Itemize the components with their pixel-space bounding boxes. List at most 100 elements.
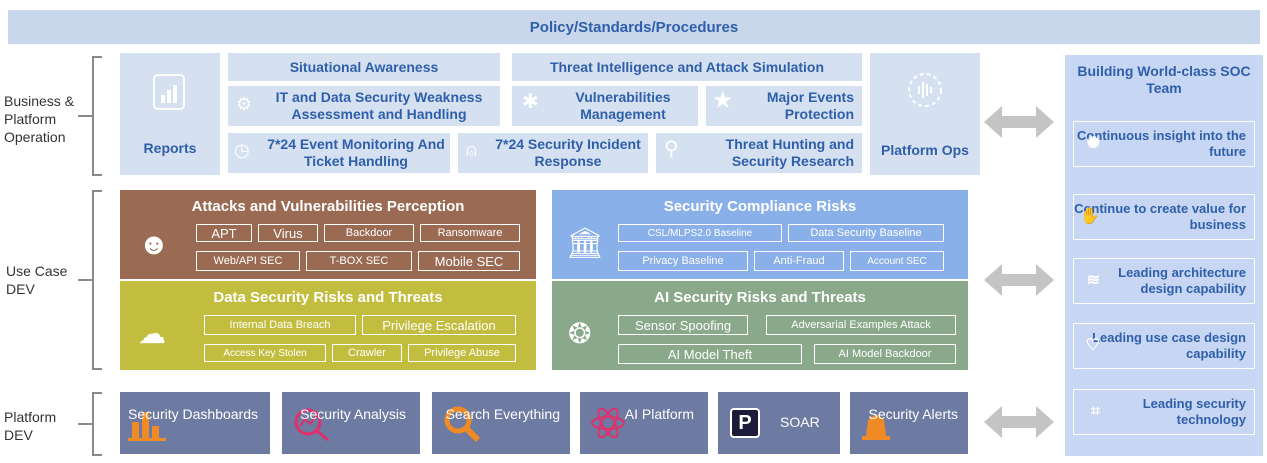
soc-item-label: Leading architecture design capability	[1118, 265, 1246, 296]
bracket-tick	[78, 279, 92, 281]
platform-security-alerts: Security Alerts	[850, 392, 968, 454]
incident-response: ⍝ 7*24 Security Incident Response	[458, 133, 648, 173]
threat-hunting: ⚲ Threat Hunting and Security Research	[656, 133, 862, 173]
analysis-icon	[294, 408, 329, 442]
report-icon	[153, 74, 185, 110]
threat-intelligence: Threat Intelligence and Attack Simulatio…	[512, 53, 862, 81]
search-label: Search Everything	[445, 406, 560, 422]
vulnerabilities-management: ✱ Vulnerabilities Management	[512, 86, 698, 126]
soc-team-panel: Building World-class SOC Team ✺ Continuo…	[1065, 55, 1263, 456]
situational-awareness: Situational Awareness	[228, 53, 500, 81]
tag-access-key-stolen: Access Key Stolen	[204, 344, 326, 362]
platform-security-dashboards: Security Dashboards	[120, 392, 270, 454]
soar-logo-icon: P	[730, 408, 760, 438]
platform-security-analysis: Security Analysis	[282, 392, 420, 454]
soc-title: Building World-class SOC Team	[1077, 63, 1251, 96]
dashboards-label: Security Dashboards	[128, 406, 258, 422]
label-business-operation: Business & Platform Operation	[4, 93, 75, 145]
bracket-business	[92, 56, 102, 176]
incident-response-label: 7*24 Security Incident Response	[495, 136, 641, 169]
alarm-bell-icon	[862, 415, 890, 440]
tag-ai-model-backdoor: AI Model Backdoor	[814, 344, 956, 364]
tag-mobile-sec: Mobile SEC	[418, 251, 520, 271]
tag-tbox-sec: T-BOX SEC	[306, 251, 412, 271]
weakness-assessment: ⚙ IT and Data Security Weakness Assessme…	[228, 86, 500, 126]
alarm-icon: ⍝	[466, 140, 477, 160]
label-use-case-dev: Use Case DEV	[6, 263, 68, 297]
tag-privacy-baseline: Privacy Baseline	[618, 251, 748, 271]
soc-item-value: ✋ Continue to create value for business	[1073, 194, 1255, 240]
tag-web-api-sec: Web/API SEC	[196, 251, 300, 271]
attacks-perception-box: Attacks and Vulnerabilities Perception ☻…	[120, 190, 536, 279]
tag-privilege-escalation: Privilege Escalation	[362, 315, 516, 335]
vulns-label: Vulnerabilities Management	[575, 89, 671, 122]
atom-icon	[591, 407, 625, 439]
alerts-label: Security Alerts	[868, 406, 958, 422]
tag-sensor-spoofing: Sensor Spoofing	[618, 315, 748, 335]
star-icon: ★	[712, 87, 734, 114]
handshake-icon: ✋	[1080, 208, 1100, 225]
tag-account-sec: Account SEC	[850, 251, 944, 271]
tag-apt: APT	[196, 224, 252, 242]
bracket-usecase	[92, 190, 102, 370]
code-doc-icon: ⌗	[1090, 403, 1100, 420]
platform-soar: P SOAR	[718, 392, 840, 454]
search-icon	[444, 406, 481, 442]
platform-search-everything: Search Everything	[432, 392, 570, 454]
platform-ops-box: Platform Ops	[870, 53, 980, 175]
tag-crawler: Crawler	[332, 344, 402, 362]
soc-item-label: Continuous insight into the future	[1077, 128, 1246, 159]
reports-label: Reports	[143, 140, 197, 156]
clock-icon: ◷	[234, 140, 250, 160]
microscope-icon: ⚲	[664, 138, 679, 160]
ai-security-box: AI Security Risks and Threats ❂ Sensor S…	[552, 281, 968, 370]
tag-anti-fraud: Anti-Fraud	[754, 251, 844, 271]
threat-hunting-label: Threat Hunting and Security Research	[725, 136, 854, 169]
event-monitoring: ◷ 7*24 Event Monitoring And Ticket Handl…	[228, 133, 450, 173]
tag-backdoor: Backdoor	[324, 224, 414, 242]
reports-box: Reports	[120, 53, 220, 175]
soc-item-label: Leading security technology	[1142, 396, 1246, 427]
event-monitoring-label: 7*24 Event Monitoring And Ticket Handlin…	[267, 136, 445, 169]
hacker-icon: ☻	[138, 228, 170, 261]
shield-heart-icon: ♡	[1085, 337, 1100, 354]
platform-ops-label: Platform Ops	[881, 142, 969, 158]
attacks-title: Attacks and Vulnerabilities Perception	[191, 198, 465, 215]
gear-icon: ⚙	[236, 94, 253, 114]
cloud-database-icon: ☁	[138, 318, 166, 349]
weakness-label: IT and Data Security Weakness Assessment…	[275, 89, 483, 122]
compliance-risks-box: Security Compliance Risks 🏛 CSL/MLPS2.0 …	[552, 190, 968, 279]
soc-item-architecture: ≋ Leading architecture design capability	[1073, 258, 1255, 304]
soc-item-insight: ✺ Continuous insight into the future	[1073, 121, 1255, 167]
major-events-protection: ★ Major Events Protection	[706, 86, 862, 126]
tag-internal-data-breach: Internal Data Breach	[204, 315, 356, 335]
major-events-label: Major Events Protection	[766, 89, 854, 122]
ai-security-title: AI Security Risks and Threats	[654, 289, 866, 306]
soc-item-label: Leading use case design capability	[1092, 330, 1246, 361]
tag-ai-model-theft: AI Model Theft	[618, 344, 802, 364]
tag-ransomware: Ransomware	[420, 224, 520, 242]
soc-item-use-case: ♡ Leading use case design capability	[1073, 323, 1255, 369]
soar-label: SOAR	[780, 414, 820, 430]
analysis-label: Security Analysis	[300, 406, 406, 422]
label-platform-dev: Platform DEV	[4, 409, 57, 443]
double-arrow-icon	[984, 106, 1054, 138]
tag-virus: Virus	[258, 224, 318, 242]
layers-icon: ≋	[1086, 272, 1100, 289]
compliance-title: Security Compliance Risks	[663, 198, 857, 215]
waveform-icon	[908, 73, 942, 107]
bracket-tick	[78, 115, 92, 117]
bug-icon: ✱	[522, 91, 539, 113]
tag-privilege-abuse: Privilege Abuse	[408, 344, 516, 362]
brain-icon: ❂	[568, 318, 592, 349]
data-security-title: Data Security Risks and Threats	[213, 289, 443, 306]
platform-ai-platform: AI Platform	[580, 392, 708, 454]
tag-csl-baseline: CSL/MLPS2.0 Baseline	[618, 224, 782, 242]
ai-platform-label: AI Platform	[624, 406, 694, 422]
gear-cluster-icon: ✺	[1086, 135, 1100, 152]
double-arrow-icon	[984, 406, 1054, 438]
tag-data-security-baseline: Data Security Baseline	[788, 224, 944, 242]
bracket-platform	[92, 392, 102, 456]
soc-item-label: Continue to create value for business	[1074, 201, 1246, 232]
policy-banner: Policy/Standards/Procedures	[8, 10, 1260, 44]
